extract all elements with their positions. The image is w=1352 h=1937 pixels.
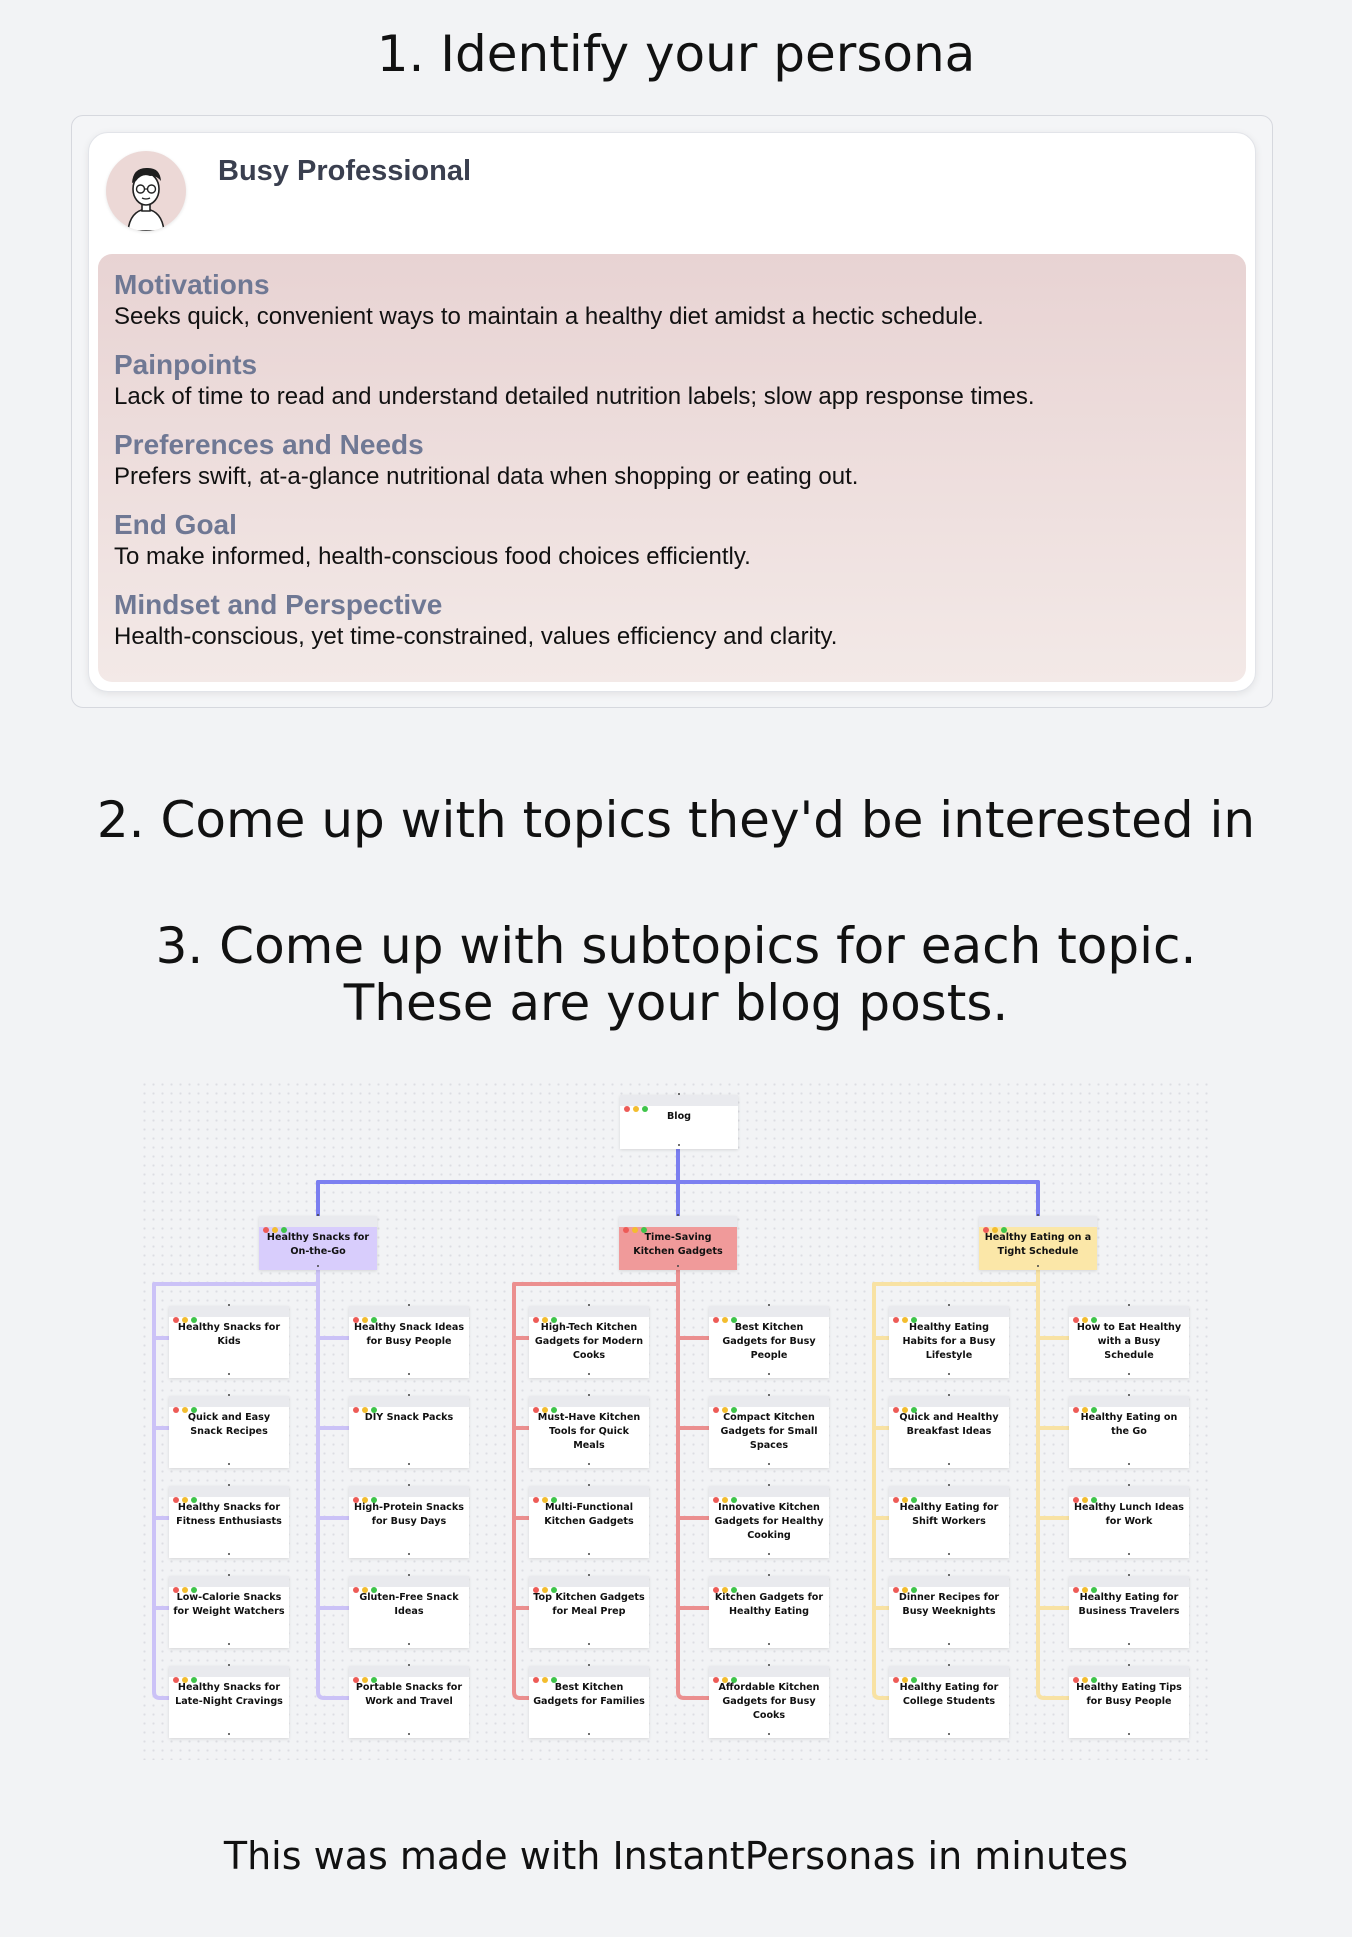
field-label: Motivations — [114, 269, 270, 300]
persona-field-end-goal: End Goal To make informed, health-consci… — [114, 508, 1234, 572]
persona-field-painpoints: Painpoints Lack of time to read and unde… — [114, 348, 1234, 412]
field-label: End Goal — [114, 509, 237, 540]
field-text: To make informed, health-conscious food … — [114, 543, 751, 570]
field-label: Preferences and Needs — [114, 429, 424, 460]
persona-field-mindset: Mindset and Perspective Health-conscious… — [114, 588, 1234, 652]
persona-field-preferences: Preferences and Needs Prefers swift, at-… — [114, 428, 1234, 492]
persona-name: Busy Professional — [218, 155, 472, 187]
step-2-heading: 2. Come up with topics they'd be interes… — [96, 791, 1256, 849]
step-3-heading-line-1: 3. Come up with subtopics for each topic… — [155, 917, 1197, 975]
field-text: Health-conscious, yet time-constrained, … — [114, 623, 838, 650]
field-text: Prefers swift, at-a-glance nutritional d… — [114, 463, 859, 490]
step-3-heading-line-2: These are your blog posts. — [343, 974, 1009, 1032]
person-with-glasses-icon — [106, 151, 186, 231]
footer-text: This was made with InstantPersonas in mi… — [223, 1834, 1129, 1878]
field-label: Painpoints — [114, 349, 258, 380]
blog-topic-diagram — [140, 1080, 1210, 1760]
field-text: Lack of time to read and understand deta… — [114, 383, 1035, 410]
persona-field-motivations: Motivations Seeks quick, convenient ways… — [114, 268, 1234, 332]
field-label: Mindset and Perspective — [114, 589, 443, 620]
field-text: Seeks quick, convenient ways to maintain… — [114, 303, 984, 330]
persona-details: Motivations Seeks quick, convenient ways… — [98, 254, 1246, 682]
step-1-heading: 1. Identify your persona — [376, 25, 976, 83]
step-3-heading: 3. Come up with subtopics for each topic… — [0, 918, 1352, 1032]
